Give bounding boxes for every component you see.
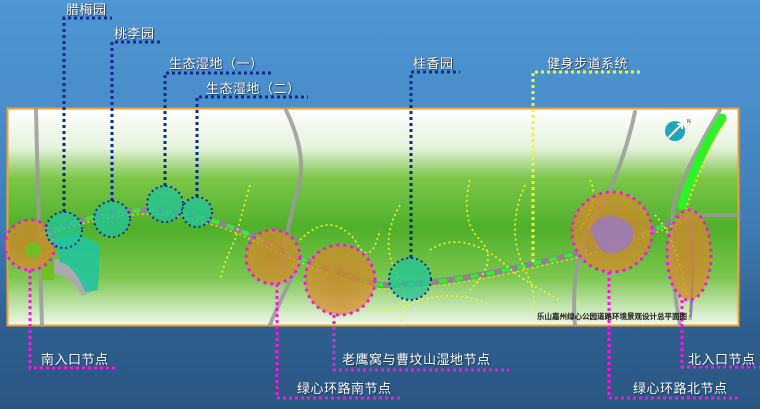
label-lamei-garden: 腊梅园 (66, 3, 107, 18)
label-guixiang-garden: 桂香园 (413, 57, 454, 72)
label-wetland-2: 生态湿地（二） (206, 82, 301, 97)
label-ring-north-node: 绿心环路北节点 (633, 382, 728, 397)
label-south-entrance-node: 南入口节点 (41, 353, 109, 368)
garden-callout-lines (62, 16, 460, 258)
garden-circles (45, 185, 432, 301)
label-fitness-trail: 健身步道系统 (547, 57, 629, 72)
node-circles (3, 190, 713, 317)
north-arrow-icon: N (665, 119, 691, 141)
label-wetland-1: 生态湿地（一） (169, 57, 264, 72)
node-callout-lines (28, 270, 760, 400)
svg-text:N: N (687, 119, 691, 125)
label-taoli-garden: 桃李园 (114, 27, 155, 42)
map-caption: 乐山嘉州绿心公园道路环境景观设计总平面图 (537, 311, 687, 321)
fitness-trails (219, 179, 691, 326)
label-laoyingwo-wetland-node: 老鹰窝与曹坟山湿地节点 (342, 353, 491, 368)
label-north-entrance-node: 北入口节点 (688, 353, 756, 368)
label-ring-south-node: 绿心环路南节点 (297, 382, 392, 397)
